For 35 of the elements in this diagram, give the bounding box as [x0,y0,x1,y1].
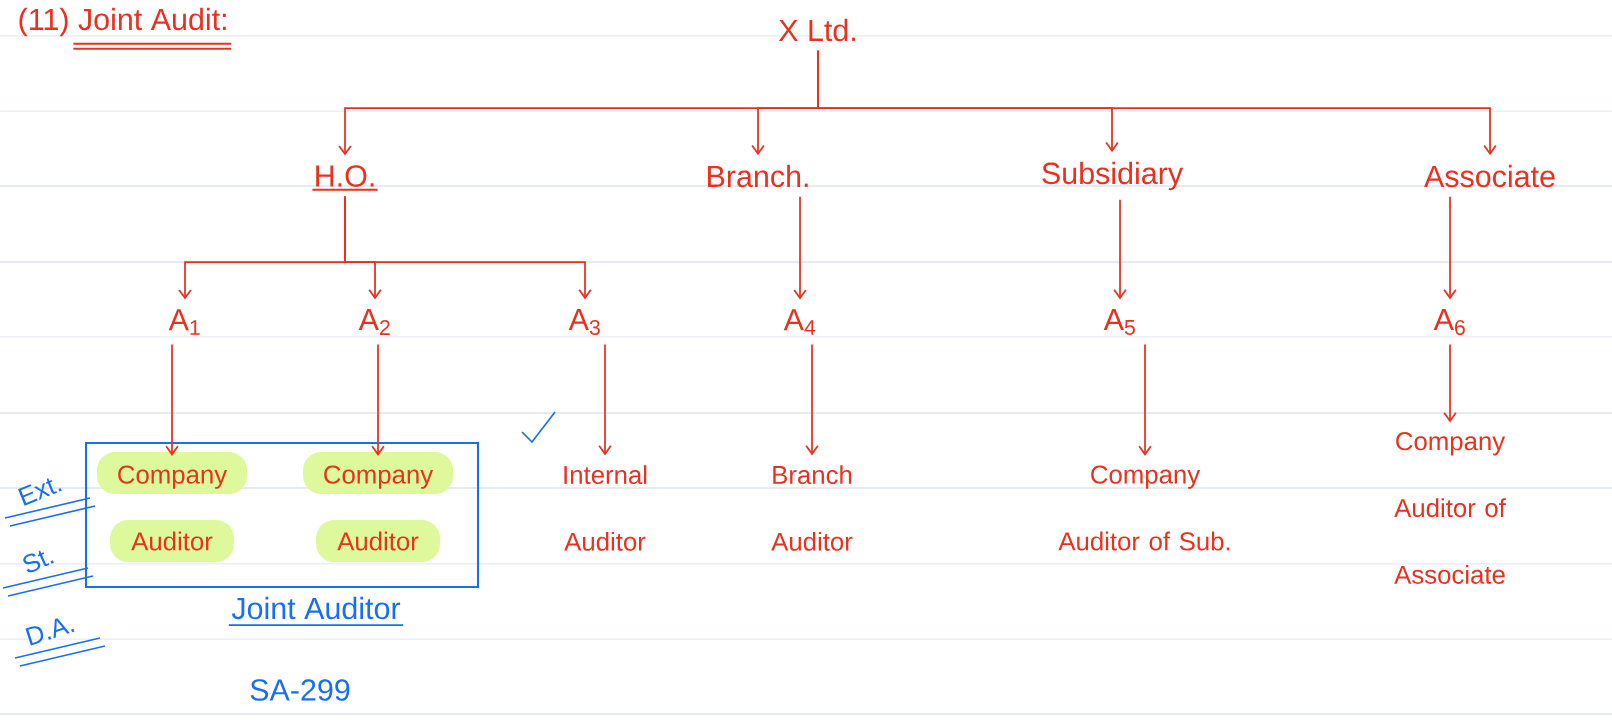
arrow [1138,343,1152,456]
note-text: Joint Auditor [227,596,405,627]
node-text: Associate [1424,164,1555,188]
side-note: Ext. [4,478,96,527]
auditor-label: A$_{1}$ [168,309,200,335]
arrow [793,195,807,300]
auditor-label: A$_{4}$ [783,309,816,335]
auditor-label: A$_{5}$ [1103,309,1135,335]
arrow [371,343,385,456]
auditor-role: Branch Auditor [771,465,853,551]
arrow [344,195,592,300]
heading: (11) Joint Audit: [19,7,233,50]
auditor-role: Company Auditor of Associate [1394,432,1506,584]
highlighted-text: Company Auditor [97,452,247,562]
side-note: St. [2,550,94,597]
node-text: Branch. [708,164,808,188]
arrow [1443,195,1457,300]
auditor-role: Internal Auditor [564,465,647,551]
arrow [817,49,1497,156]
note-text: SA-299 [250,679,350,701]
arrow [1443,343,1457,423]
node-text: X Ltd. [778,18,855,42]
auditor-role: Company Auditor of Sub. [1058,465,1230,551]
side-note: D.A. [14,618,106,667]
arrow [165,343,179,456]
arrow [805,343,819,456]
auditor-label: A$_{2}$ [358,309,390,335]
auditor-label: A$_{6}$ [1433,309,1465,335]
underlined-text: H.O. [312,165,378,191]
arrow [1113,198,1127,300]
highlighted-text: Company Auditor [303,452,453,562]
node-text: Subsidiary [1042,161,1184,191]
auditor-label: A$_{3}$ [568,309,600,335]
group-box [84,441,480,589]
arrow [598,343,612,456]
